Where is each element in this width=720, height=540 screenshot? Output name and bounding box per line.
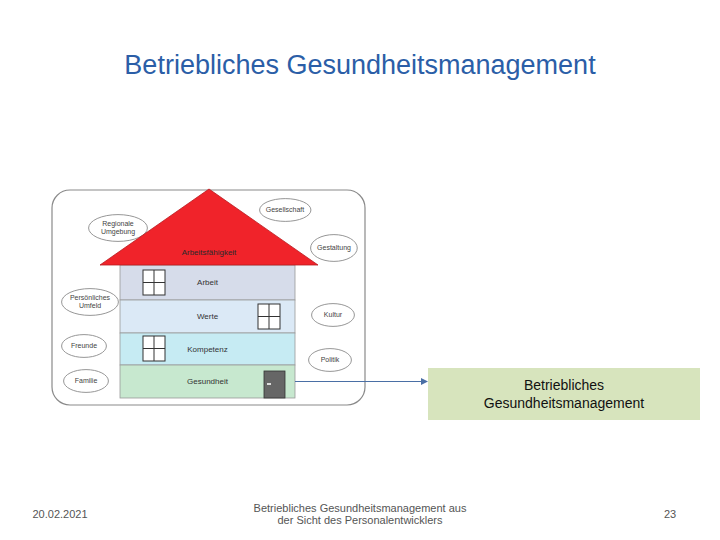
- node-text: Gestaltung: [317, 244, 351, 252]
- node-text: Gesundheit: [187, 377, 228, 386]
- floor-fill: [120, 300, 295, 333]
- frame: [52, 190, 365, 405]
- node-text: Familie: [75, 377, 98, 385]
- node-text: Arbeit: [197, 278, 218, 287]
- connector-arrow: [295, 378, 428, 385]
- footer-text: 23: [640, 508, 700, 520]
- window: [258, 304, 280, 329]
- floor-fill: [120, 333, 295, 365]
- house-roof: Arbeitsfähigkeit: [100, 188, 318, 265]
- factor-ellipse: Persönliches Umfeld: [61, 288, 119, 316]
- house-floor: Arbeit: [120, 265, 295, 300]
- node-text: Kultur: [324, 311, 342, 319]
- node-text: Werte: [197, 312, 218, 321]
- node-text: Regionale Umgebung: [95, 220, 141, 236]
- factor-ellipse: Familie: [63, 369, 109, 393]
- slide-title: Betriebliches Gesundheitsmanagement: [0, 50, 720, 81]
- ellipse-shape: [64, 370, 109, 393]
- house-floor: Kompetenz: [120, 333, 295, 365]
- result-box: Betriebliches Gesundheitsmanagement: [428, 368, 700, 420]
- node-text: Betriebliches Gesundheitsmanagement: [469, 376, 659, 412]
- floor-fill: [120, 265, 295, 300]
- node-text: Freunde: [71, 342, 97, 350]
- ellipse-shape: [312, 304, 355, 327]
- ellipse-shape: [62, 289, 119, 316]
- floor-fill: [120, 365, 295, 398]
- factor-ellipse: Gestaltung: [310, 234, 358, 262]
- door: [264, 371, 285, 398]
- connector-line: [295, 381, 421, 382]
- node-text: Arbeitsfähigkeit: [182, 248, 237, 257]
- arrow-head: [421, 378, 428, 385]
- node-text: Persönliches Umfeld: [68, 294, 112, 310]
- roof-shape: [100, 189, 318, 265]
- ellipse-shape: [259, 199, 310, 222]
- factor-ellipse: Gesellschaft: [259, 198, 312, 222]
- window: [143, 270, 165, 295]
- footer-text: Betriebliches Gesundheitsmanagement aus …: [245, 502, 475, 526]
- factor-ellipse: Freunde: [61, 334, 107, 358]
- node-text: Gesellschaft: [266, 206, 305, 214]
- ellipse-shape: [62, 335, 107, 358]
- ellipse-shape: [309, 349, 352, 372]
- node-text: Politik: [321, 356, 340, 364]
- node-text: Kompetenz: [187, 345, 227, 354]
- house-floor: Werte: [120, 300, 295, 333]
- ellipse-shape: [311, 235, 358, 262]
- factor-ellipse: Kultur: [311, 303, 355, 327]
- footer-text: 20.02.2021: [20, 508, 100, 520]
- ellipse-shape: [89, 215, 148, 242]
- house-floor: Gesundheit: [120, 365, 295, 398]
- factor-ellipse: Politik: [308, 348, 352, 372]
- window: [143, 336, 165, 361]
